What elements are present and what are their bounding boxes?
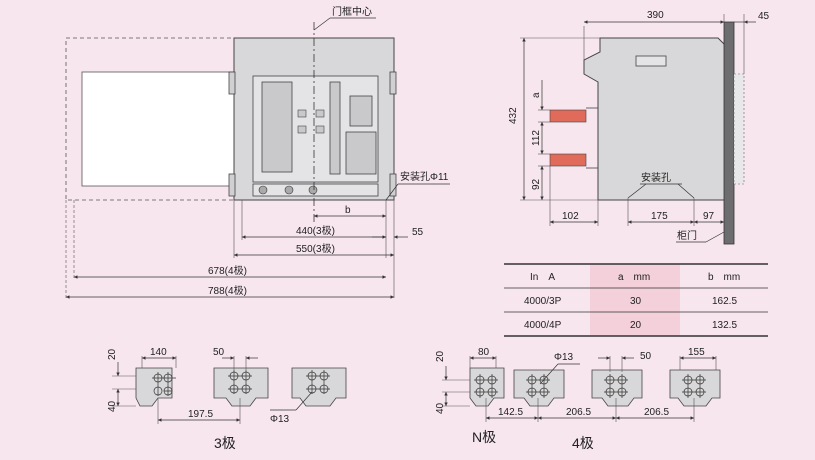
terminals-4p: 80 Φ13 50 155 20 40 142.5 206.5 206.5 N极… [435, 347, 721, 451]
knob-1 [258, 185, 268, 195]
header-a: a mm [618, 272, 650, 283]
left-tab [228, 71, 236, 95]
side-window [635, 55, 667, 67]
spec-table: In A a mm b mm 4000/3P 30 162.5 4000/4P … [504, 263, 768, 337]
dim-45: 45 [758, 11, 770, 22]
dim-3p-50: 50 [213, 347, 225, 358]
controller-window [261, 81, 293, 173]
terminal-4p-1 [513, 369, 565, 407]
right-tab [389, 71, 397, 95]
cabinet-door [723, 21, 735, 245]
button-4 [315, 125, 325, 134]
dim-a: a [531, 92, 542, 98]
highlight-column [590, 264, 680, 336]
dim-3p-140: 140 [150, 347, 167, 358]
front-view: 门框中心 安装孔Φ11 b 440(3极) 55 550(3极) 678(4极)… [65, 5, 450, 299]
knob-3 [308, 185, 318, 195]
terminal-3p-2 [213, 367, 269, 407]
dim-440: 440(3极) [296, 224, 335, 237]
side-mount-hole-label: 安装孔 [641, 171, 671, 184]
side-panel [81, 71, 237, 187]
dim-432: 432 [508, 107, 519, 124]
dim-4p-142-5: 142.5 [498, 407, 523, 418]
door-label: 柜门 [677, 229, 697, 242]
dim-4p-155: 155 [688, 347, 705, 358]
row2-a: 20 [630, 320, 642, 331]
door-handle-area [733, 73, 745, 185]
indicator-panel-upper [349, 95, 373, 127]
terminal-3p-1 [135, 367, 173, 407]
terminal-4p-3 [669, 369, 721, 407]
dim-55: 55 [412, 227, 424, 238]
dim-175: 175 [651, 211, 668, 222]
dim-112: 112 [531, 130, 542, 146]
header-in: In A [530, 272, 555, 283]
header-b: b mm [708, 272, 740, 283]
left-tab-lower [228, 173, 236, 197]
dim-4p-206-5b: 206.5 [644, 407, 669, 418]
dim-550: 550(3极) [296, 242, 335, 255]
dim-390: 390 [647, 10, 664, 21]
terminals-3p: 140 50 20 40 197.5 Φ13 3极 [107, 347, 347, 451]
dim-102: 102 [562, 211, 579, 222]
dim-4p-20: 20 [435, 350, 446, 362]
terminal-4p-n [469, 367, 505, 407]
row2-in: 4000/4P [524, 320, 562, 331]
caption-4p: 4极 [572, 435, 594, 451]
side-view: 390 45 432 a 112 92 102 175 97 [508, 10, 770, 245]
dim-b: b [345, 205, 351, 216]
dim-97: 97 [703, 211, 715, 222]
handle-slot [329, 81, 341, 175]
dim-3p-phi13: Φ13 [270, 414, 290, 425]
dim-4p-40: 40 [435, 402, 446, 414]
button-2 [315, 109, 325, 118]
dim-4p-80: 80 [478, 347, 490, 358]
row1-in: 4000/3P [524, 296, 562, 307]
indicator-panel-lower [345, 131, 377, 175]
dim-4p-206-5a: 206.5 [566, 407, 591, 418]
dim-678: 678(4极) [208, 264, 247, 277]
door-center-label: 门框中心 [332, 5, 372, 18]
right-tab-lower [389, 173, 397, 197]
terminal-upper [549, 109, 587, 123]
terminal-4p-2 [591, 369, 643, 407]
side-body [583, 37, 729, 201]
dim-788: 788(4极) [208, 284, 247, 297]
dim-92: 92 [531, 178, 542, 190]
row1-a: 30 [630, 296, 642, 307]
dim-4p-50: 50 [640, 351, 652, 362]
dim-4p-phi13: Φ13 [554, 352, 574, 363]
terminal-lower [549, 153, 587, 167]
n-pole-label: N极 [472, 429, 496, 445]
button-3 [297, 125, 307, 134]
terminal-3p-3 [291, 367, 347, 407]
row2-b: 132.5 [712, 320, 737, 331]
dim-3p-197-5: 197.5 [188, 409, 213, 420]
mount-hole-label: 安装孔Φ11 [400, 170, 449, 183]
row1-b: 162.5 [712, 296, 737, 307]
dim-3p-20: 20 [107, 348, 118, 360]
button-1 [297, 109, 307, 118]
caption-3p: 3极 [214, 435, 236, 451]
knob-2 [284, 185, 294, 195]
dim-3p-40: 40 [107, 400, 118, 412]
